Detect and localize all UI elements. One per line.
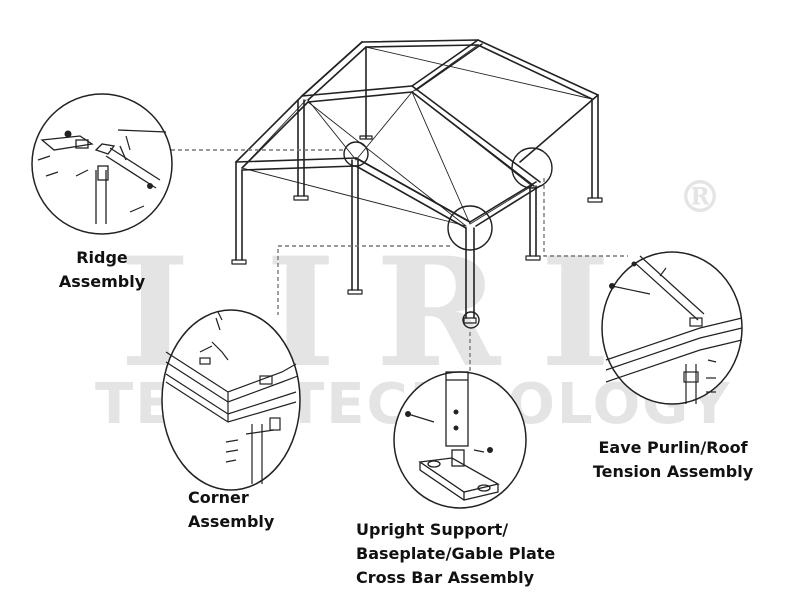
upright-label-line-3: Cross Bar Assembly	[356, 568, 535, 587]
upright-label-line-1: Upright Support/	[356, 520, 509, 539]
watermark-registered-mark: ®	[678, 172, 722, 223]
eave-label-line-1: Eave Purlin/Roof	[598, 438, 748, 457]
ridge-assembly-label: Ridge Assembly	[58, 246, 146, 294]
corner-detail	[161, 309, 301, 491]
ridge-detail	[31, 93, 173, 235]
corner-label-line-2: Assembly	[188, 512, 275, 531]
corner-highlight-circle	[447, 205, 493, 251]
leader-lines	[171, 149, 628, 378]
upright-label-line-2: Baseplate/Gable Plate	[356, 544, 556, 563]
upright-support-label: Upright Support/ Baseplate/Gable Plate C…	[356, 518, 555, 590]
corner-label-line-1: Corner	[188, 488, 249, 507]
front-gable-frame	[235, 85, 541, 187]
corner-assembly-label: Corner Assembly	[188, 486, 274, 534]
baseplates	[231, 135, 603, 324]
ridge-label-line-1: Ridge	[76, 248, 128, 267]
ridge-highlight-circle	[343, 141, 369, 167]
ridge-label-line-2: Assembly	[58, 272, 146, 291]
eave-roof-tension-detail	[601, 251, 743, 405]
eave-purlin-label: Eave Purlin/Roof Tension Assembly	[588, 436, 758, 484]
upright-baseplate-detail	[393, 371, 527, 509]
uprights	[297, 99, 537, 319]
baseplate-highlight-circle	[462, 311, 480, 329]
back-gable-frame	[301, 39, 599, 199]
roof-tension-cables	[241, 44, 593, 227]
eave-label-line-2: Tension Assembly	[592, 462, 754, 481]
eave-highlight-circle	[511, 147, 553, 189]
ridge-beam	[301, 39, 483, 97]
